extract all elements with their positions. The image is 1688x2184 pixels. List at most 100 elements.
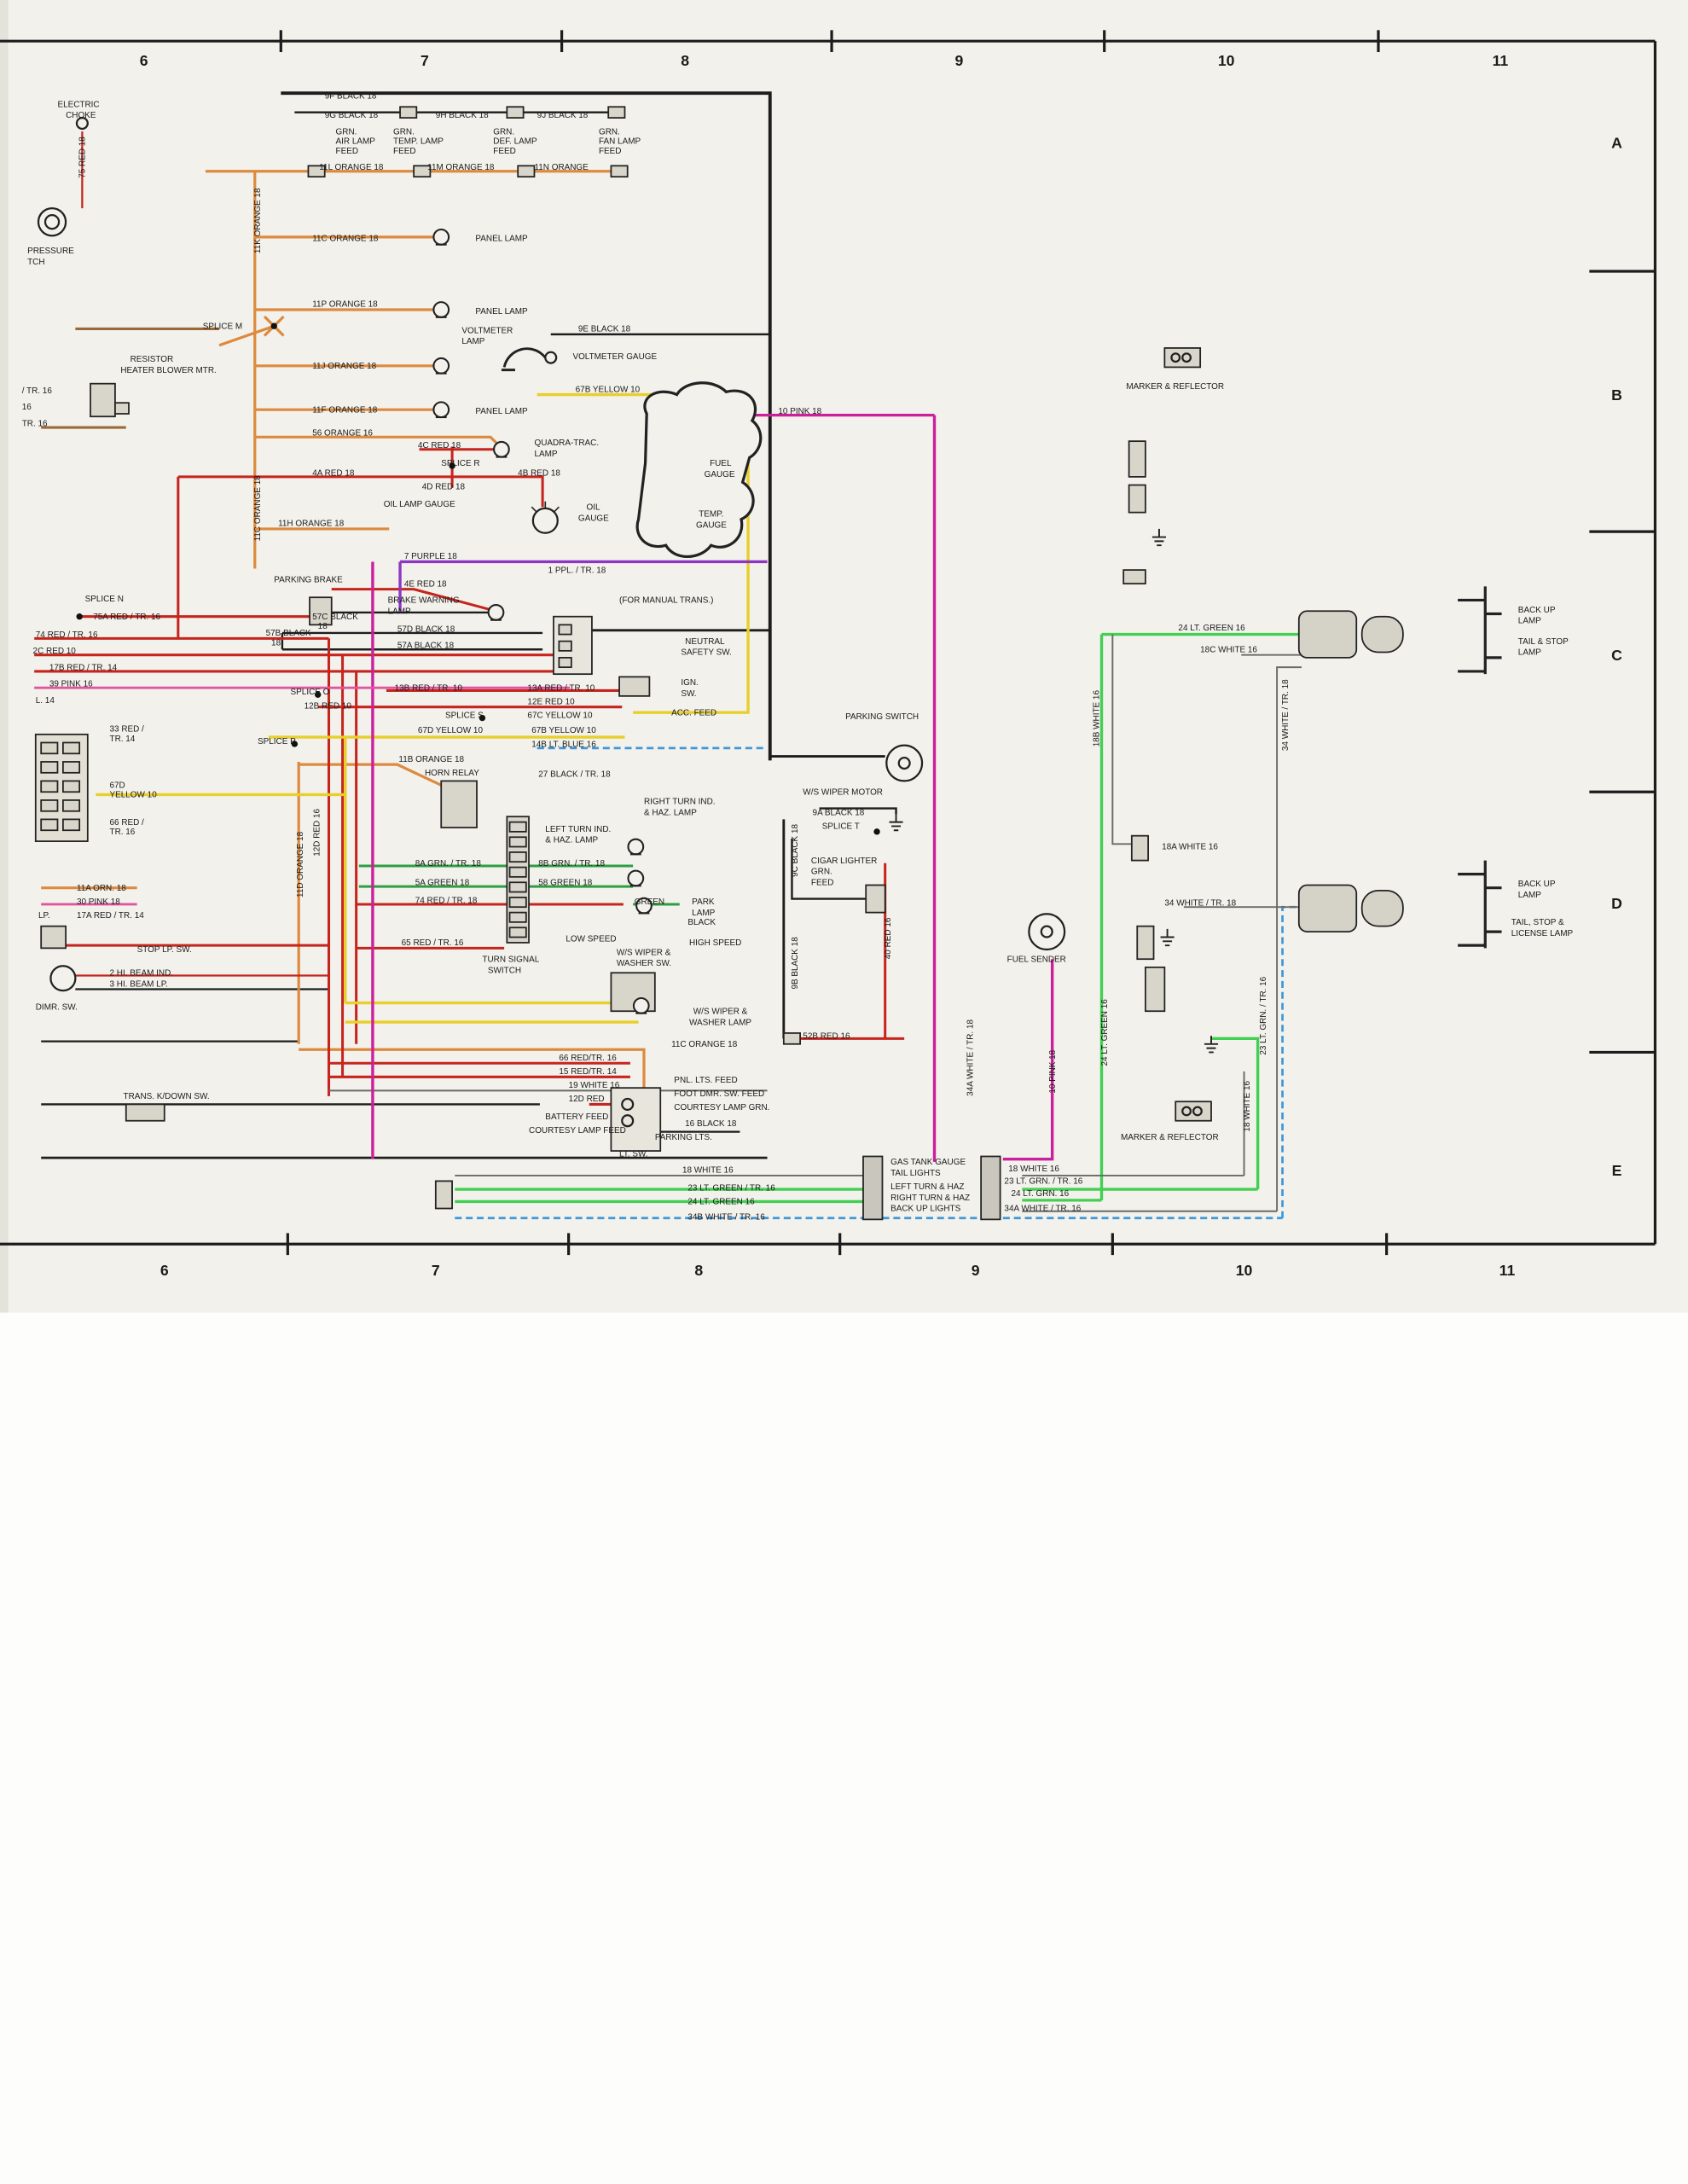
text-label: 4B RED 18 (518, 468, 560, 478)
text-label: FEED (811, 878, 834, 887)
component-box (40, 925, 67, 950)
text-label: 66 RED/TR. 16 (559, 1054, 617, 1063)
component-box (62, 761, 81, 774)
component-box (610, 1087, 662, 1152)
text-label: 10 (1236, 1262, 1253, 1279)
text-label: FEED (599, 147, 622, 156)
text-label: 11L ORANGE 18 (319, 163, 384, 172)
text-label: BRAKE WARNING (388, 596, 460, 606)
text-label: 27 BLACK / TR. 18 (538, 770, 611, 780)
text-label: 7 PURPLE 18 (404, 552, 457, 561)
wire-lg (1210, 1037, 1260, 1190)
component-box (607, 106, 626, 119)
text-label: 11 (1493, 52, 1509, 69)
component-box (782, 1032, 801, 1045)
text-label: BLACK (687, 918, 716, 927)
splice-dot (291, 741, 299, 747)
text-label: HEATER BLOWER MTR. (120, 366, 216, 375)
text-label: GAS TANK GAUGE (890, 1158, 966, 1167)
text-label: PANEL LAMP (475, 235, 528, 244)
text-label: TAIL, STOP & (1511, 918, 1564, 927)
text-label: 13B RED / TR. 10 (395, 683, 463, 693)
text-label: WASHER LAMP (689, 1018, 751, 1027)
text-label: 9G BLACK 18 (325, 111, 379, 120)
text-label: HIGH SPEED (689, 938, 741, 948)
text-label: 75 RED 18 (78, 136, 88, 178)
component-box (125, 1103, 165, 1122)
text-label: W/S WIPER & (617, 948, 671, 957)
component-circle (1192, 1106, 1203, 1117)
splice-dot (314, 691, 322, 698)
component-box (508, 926, 527, 938)
component-box (309, 596, 333, 626)
text-label: 67D YELLOW 10 (418, 726, 484, 735)
component-box (508, 881, 527, 893)
component-circle (1181, 352, 1192, 363)
text-label: GREEN (635, 897, 664, 907)
text-label: 8 (681, 52, 689, 69)
text-label: MARKER & REFLECTOR (1126, 382, 1224, 392)
text-label: 24 LT. GRN. 16 (1011, 1189, 1069, 1199)
text-label: / TR. 16 (22, 386, 53, 396)
text-label: 10 (1218, 52, 1235, 69)
component-box (40, 761, 59, 774)
text-label: 65 RED / TR. 16 (402, 938, 464, 948)
text-label: COURTESY LAMP FEED (529, 1126, 626, 1136)
text-label: 18A WHITE 16 (1162, 843, 1218, 852)
text-label: ELECTRIC (57, 100, 99, 109)
text-label: L. 14 (36, 696, 55, 706)
text-label: PARKING BRAKE (274, 576, 343, 585)
text-label: & HAZ. LAMP (644, 809, 697, 818)
text-label: 57A BLACK 18 (397, 642, 455, 651)
text-label: 18 (271, 638, 281, 648)
component-circle (1170, 352, 1181, 363)
text-label: FAN LAMP (599, 137, 641, 147)
text-label: 1 PPL. / TR. 18 (548, 566, 606, 575)
text-label: SPLICE S (445, 712, 484, 721)
component-circle (1028, 913, 1066, 951)
text-label: SPLICE R (441, 459, 479, 468)
text-label: 33 RED / (110, 725, 145, 735)
text-label: 52B RED 16 (803, 1031, 850, 1041)
component-box (307, 165, 326, 178)
text-label: BATTERY FEED (545, 1112, 608, 1122)
text-label: 74 RED / TR. 16 (36, 630, 98, 640)
component-circle (37, 206, 67, 237)
text-label: 8 (694, 1262, 703, 1279)
text-label: 11C ORANGE 18 (671, 1040, 738, 1049)
text-label: 12E RED 10 (527, 697, 575, 706)
lamp-icon (627, 838, 645, 856)
lamp-icon (432, 401, 450, 419)
text-label: SAFETY SW. (681, 648, 731, 658)
text-label: FEED (493, 147, 516, 156)
text-label: SPLICE O (291, 688, 330, 697)
component-circle (885, 744, 924, 782)
text-label: 11M ORANGE 18 (427, 163, 495, 172)
component-box (1297, 610, 1358, 659)
text-label: 4E RED 18 (404, 579, 447, 589)
component-box (610, 165, 629, 178)
text-label: TR. 14 (110, 735, 136, 744)
text-label: IGN. (681, 678, 698, 688)
lamp-icon (487, 604, 505, 621)
text-label: D (1611, 895, 1622, 912)
lamp-bracket-d (1458, 860, 1502, 949)
text-label: TAIL & STOP (1518, 637, 1569, 647)
text-label: GRN. (393, 127, 415, 136)
text-label: 11F ORANGE 18 (312, 405, 378, 415)
text-label: FOOT DMR. SW. FEED (674, 1089, 764, 1099)
component-circle (75, 116, 89, 131)
component-box (40, 818, 59, 832)
text-label: 74 RED / TR. 18 (415, 896, 478, 905)
text-label: MARKER & REFLECTOR (1121, 1133, 1219, 1142)
text-label: TR. 16 (110, 828, 136, 837)
text-label: 18 WHITE 16 (1243, 1080, 1252, 1131)
text-label: LAMP (1518, 891, 1541, 900)
text-label: 11J ORANGE 18 (312, 362, 376, 371)
text-label: 18 WHITE 16 (682, 1166, 734, 1176)
text-label: SPLICE N (85, 595, 124, 604)
component-box (980, 1155, 1001, 1221)
text-label: 67C YELLOW 10 (527, 712, 593, 721)
